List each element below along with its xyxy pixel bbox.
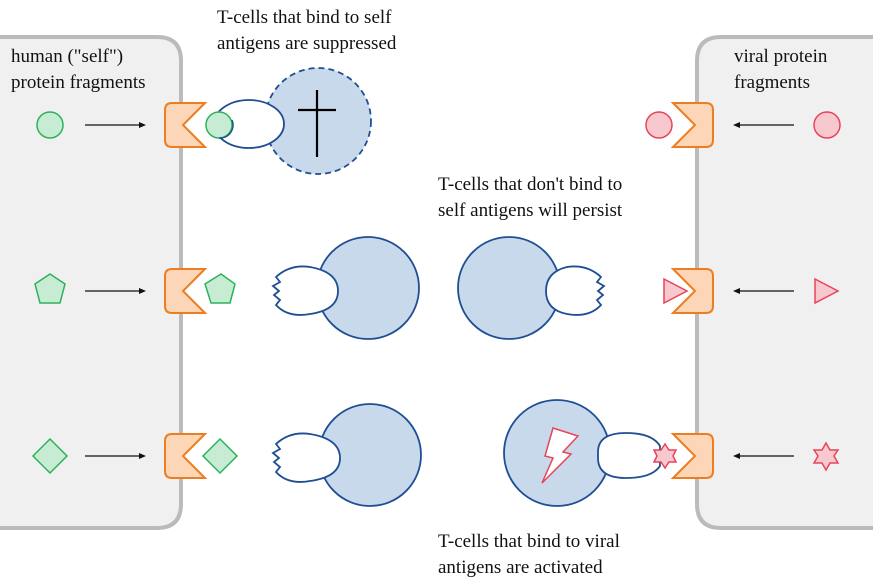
activated-t-cell <box>503 399 678 507</box>
t-cell-receptor <box>545 265 606 316</box>
activated-caption-line1: T-cells that bind to viral <box>438 531 620 552</box>
arrow-right-icon <box>85 453 146 459</box>
suppressed-caption-line1: T-cells that bind to self <box>217 7 392 28</box>
mhc-receptor <box>670 102 714 148</box>
mhc-receptor <box>164 268 208 314</box>
mhc-receptor <box>670 268 714 314</box>
self-circle-antigen-bound <box>205 111 233 139</box>
self-circle-antigen <box>36 111 64 139</box>
arrow-left-icon <box>733 122 794 128</box>
viral-star-antigen-bound <box>652 442 678 470</box>
self-panel-label-line1: human ("self") <box>11 46 124 67</box>
self-diamond-antigen <box>31 437 69 475</box>
persisting-t-cell <box>271 403 422 507</box>
arrow-right-icon <box>85 288 146 294</box>
lightning-icon <box>541 427 580 484</box>
persist-caption-line1: T-cells that don't bind to <box>438 174 623 195</box>
self-diamond-antigen-bound <box>201 437 239 475</box>
viral-star-antigen <box>812 441 840 472</box>
mhc-receptor <box>164 433 208 479</box>
t-cell-receptor <box>271 432 341 483</box>
t-cell-receptor <box>271 265 339 316</box>
persist-caption-line2: self antigens will persist <box>438 200 623 221</box>
viral-panel-label-line2: fragments <box>734 72 810 93</box>
self-cell-panel <box>0 35 183 530</box>
activated-caption-line2: antigens are activated <box>438 557 603 578</box>
mhc-receptor <box>670 433 714 479</box>
viral-triangle-antigen-bound <box>663 277 689 305</box>
t-cell-receptor <box>597 432 661 479</box>
persisting-t-cell <box>271 236 420 340</box>
self-pentagon-antigen <box>34 273 66 304</box>
persisting-t-cell <box>457 236 606 340</box>
suppressed-caption-line2: antigens are suppressed <box>217 33 397 54</box>
arrow-right-icon <box>85 122 146 128</box>
self-panel-label-line2: protein fragments <box>11 72 146 93</box>
viral-cell-panel <box>695 35 873 530</box>
viral-circle-antigen-bound <box>645 111 673 139</box>
suppressed-t-cell <box>205 67 372 175</box>
viral-panel-label-line1: viral protein <box>734 46 828 67</box>
viral-triangle-antigen <box>814 277 840 305</box>
arrow-left-icon <box>733 453 794 459</box>
mhc-receptor <box>164 102 208 148</box>
cross-icon <box>298 90 336 157</box>
viral-circle-antigen <box>813 111 841 139</box>
self-pentagon-antigen-bound <box>204 273 236 304</box>
arrow-left-icon <box>733 288 794 294</box>
